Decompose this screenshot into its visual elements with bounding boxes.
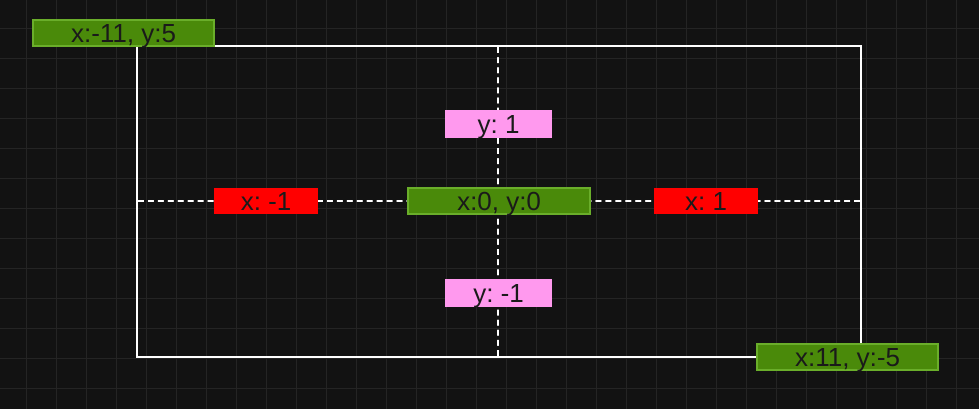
y-negative-label: y: -1 [445, 279, 552, 307]
x-positive-label: x: 1 [654, 188, 758, 214]
bounding-frame [136, 45, 862, 358]
y-positive-label: y: 1 [445, 110, 552, 138]
top-left-corner-label: x:-11, y:5 [32, 19, 215, 47]
bottom-right-corner-label: x:11, y:-5 [756, 343, 939, 371]
x-negative-label: x: -1 [214, 188, 318, 214]
origin-label: x:0, y:0 [407, 187, 591, 215]
